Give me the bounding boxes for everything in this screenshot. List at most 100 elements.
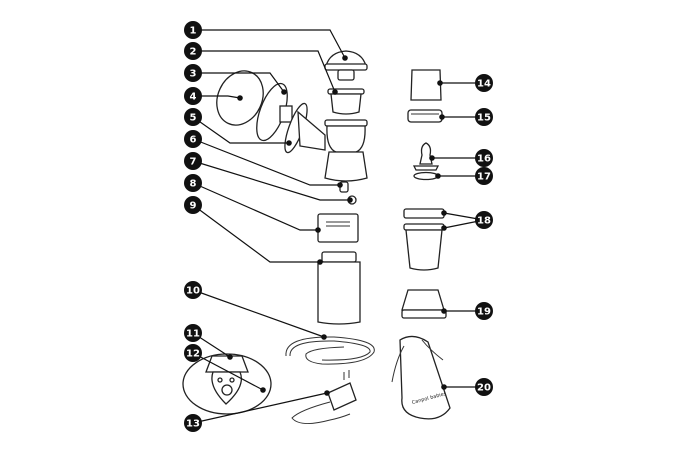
callout-17: 17: [435, 167, 493, 185]
callout-2: 2: [184, 42, 338, 95]
callout-number: 1: [190, 26, 197, 37]
callout-badge: [184, 42, 202, 60]
leader-line: [193, 50, 336, 93]
callout-7: 7: [184, 152, 353, 203]
part-power-adapter: [291, 370, 357, 424]
leader-line: [192, 116, 289, 144]
callout-badge: [184, 414, 202, 432]
leader-dot: [337, 182, 343, 188]
callout-16: 16: [429, 149, 493, 167]
callout-badge: [184, 324, 202, 342]
callout-number: 8: [190, 179, 197, 190]
callout-19: 19: [441, 302, 493, 320]
leader-line: [193, 72, 285, 93]
callout-number: 9: [190, 201, 197, 212]
leader-line: [192, 204, 320, 263]
leader-dot: [321, 334, 327, 340]
callout-20: 20: [441, 378, 493, 396]
callout-13: 13: [184, 390, 330, 432]
leader-dot: [347, 197, 353, 203]
leader-line: [192, 352, 264, 391]
leader-dot: [441, 225, 447, 231]
callout-badge: [184, 64, 202, 82]
leader-dot: [441, 210, 447, 216]
callout-number: 12: [186, 349, 200, 360]
part-storage-container: [403, 208, 445, 271]
leader-line: [192, 138, 340, 186]
callout-1: 1: [184, 21, 348, 61]
part-valve-cap: [324, 50, 368, 81]
callout-number: 5: [190, 113, 197, 124]
callout-3: 3: [184, 64, 287, 95]
leader-dot: [435, 173, 441, 179]
leader-line: [193, 95, 241, 99]
callout-15: 15: [439, 108, 493, 126]
callout-number: 4: [190, 92, 197, 103]
callout-badge: [475, 149, 493, 167]
leader-dot: [441, 384, 447, 390]
callout-number: 10: [186, 286, 200, 297]
callout-number: 13: [186, 419, 200, 430]
part-storage-bag: Canpol babies: [391, 335, 451, 420]
leader-line: [192, 160, 350, 201]
callout-10: 10: [184, 281, 327, 340]
part-bottle-cap: [410, 69, 442, 101]
callout-18: 18: [441, 210, 493, 231]
leader-dot: [332, 89, 338, 95]
callout-number: 17: [477, 172, 491, 183]
leader-dot: [439, 114, 445, 120]
callout-badge: [184, 174, 202, 192]
callout-badge: [184, 196, 202, 214]
part-massage-membrane: [256, 82, 293, 142]
part-bottle: [317, 251, 361, 325]
callout-number: 14: [477, 79, 491, 90]
leader-dot: [342, 55, 348, 61]
leader-line: [192, 392, 328, 424]
part-teat: [412, 142, 440, 171]
callout-number: 19: [477, 307, 491, 318]
leader-dot: [260, 387, 266, 393]
callout-badge: [475, 167, 493, 185]
leader-dot: [315, 227, 321, 233]
leader-dot: [437, 80, 443, 86]
callout-badge: [184, 21, 202, 39]
callout-number: 20: [477, 383, 491, 394]
callout-badge: [184, 130, 202, 148]
leader-dot: [286, 140, 292, 146]
callout-number: 7: [190, 157, 197, 168]
part-sealing-disc: [413, 171, 439, 181]
callout-number: 18: [477, 216, 491, 227]
callout-5: 5: [184, 108, 292, 146]
parts-drawings: Canpol babies: [182, 50, 451, 424]
callout-number: 6: [190, 135, 197, 146]
leader-dot: [429, 155, 435, 161]
part-motor-unit: [182, 353, 272, 415]
callout-badge: [475, 378, 493, 396]
callout-4: 4: [184, 87, 243, 105]
callout-badge: [475, 211, 493, 229]
callout-badge: [184, 344, 202, 362]
callout-badge: [184, 87, 202, 105]
leader-dot: [441, 308, 447, 314]
callout-badge: [475, 74, 493, 92]
callout-number: 2: [190, 47, 197, 58]
callout-9: 9: [184, 196, 323, 265]
leader-line: [192, 289, 325, 338]
callout-badge: [475, 108, 493, 126]
callout-number: 11: [186, 329, 200, 340]
part-collar-ring: [317, 213, 359, 243]
leader-line: [193, 29, 346, 59]
part-tube: [285, 336, 375, 365]
part-screw-ring: [407, 109, 443, 123]
part-pump-body: [284, 102, 368, 182]
part-adapter-ring: [401, 289, 447, 319]
callout-number: 15: [477, 113, 491, 124]
leader-dot: [324, 390, 330, 396]
leader-dot: [227, 354, 233, 360]
callout-badge: [475, 302, 493, 320]
leader-dot: [281, 89, 287, 95]
callout-11: 11: [184, 324, 233, 360]
leader-dot: [237, 95, 243, 101]
